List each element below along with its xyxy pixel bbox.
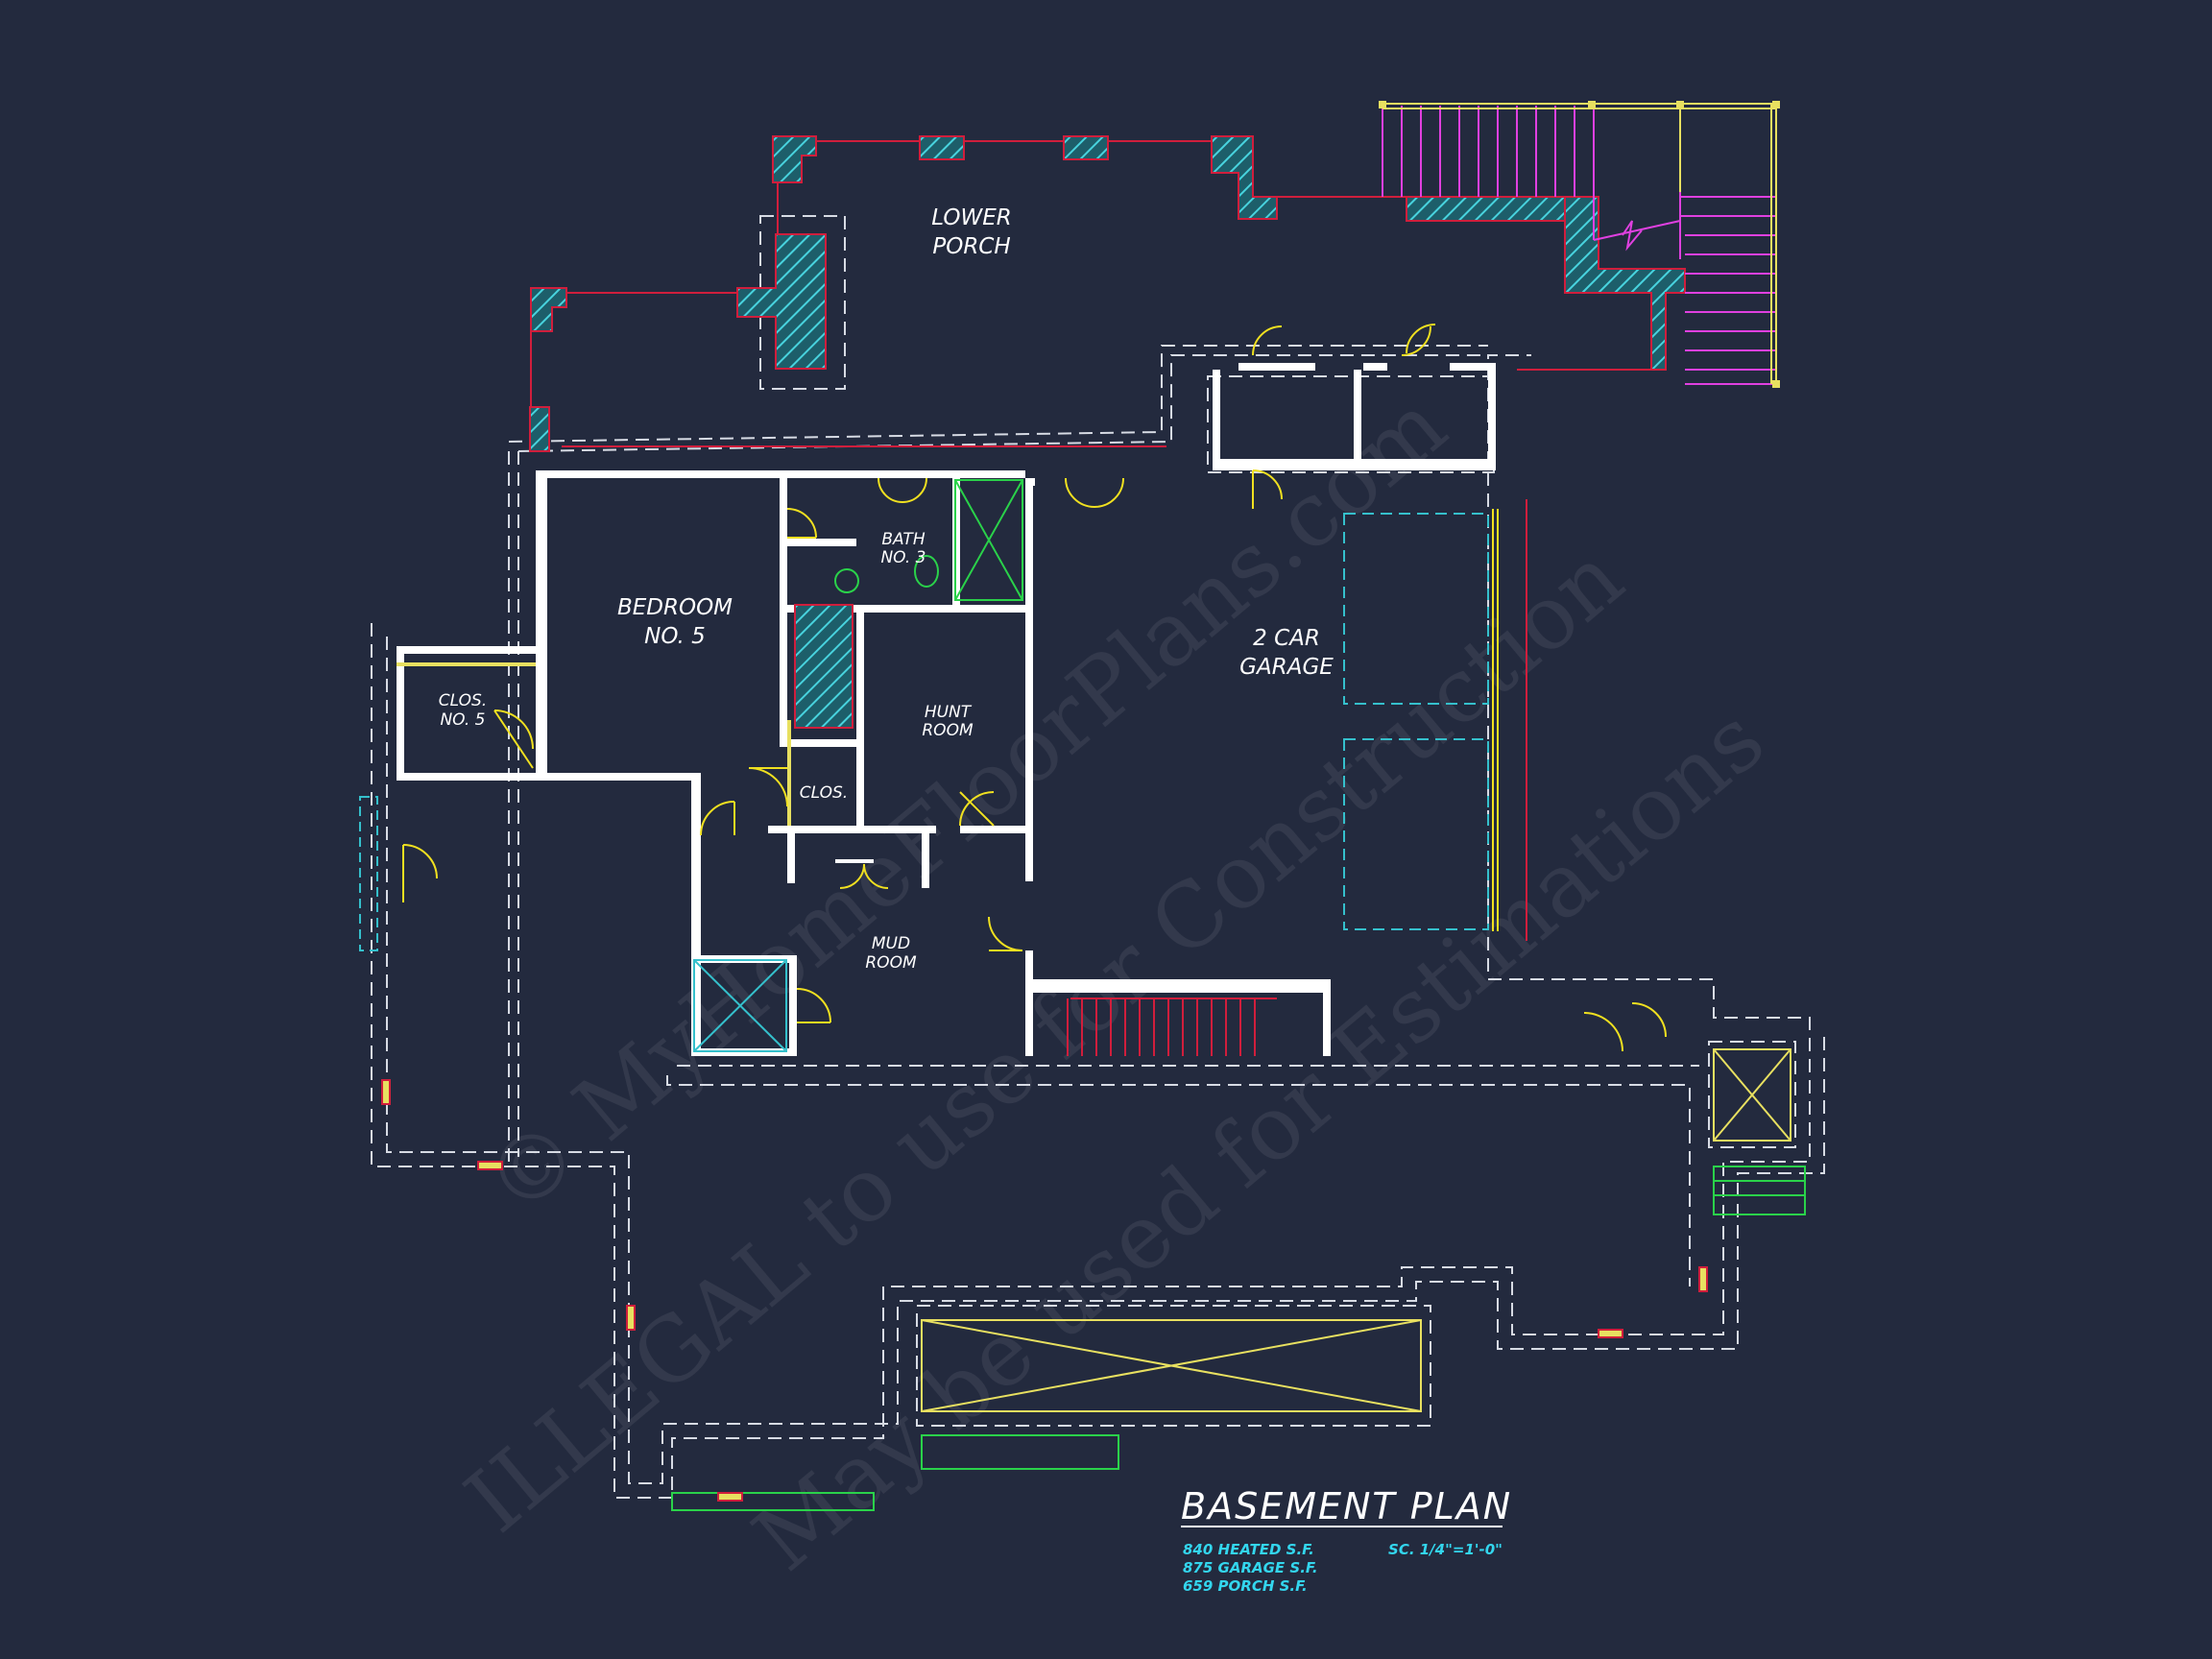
label-lower-porch-1: LOWER: [931, 205, 1011, 230]
label-bedroom-2: NO. 5: [644, 624, 706, 649]
label-bath-1: BATH: [881, 530, 925, 549]
label-garage-2: GARAGE: [1239, 655, 1334, 680]
bath-fixtures: [834, 479, 1023, 601]
foundation-outline: [371, 215, 1825, 1499]
porch-stairs: [1382, 106, 1776, 385]
label-hunt-room-2: ROOM: [922, 721, 974, 740]
porch-area: 659 PORCH S.F.: [1183, 1577, 1308, 1595]
mud-closet: [693, 959, 787, 1052]
label-garage-1: 2 CAR: [1253, 626, 1320, 651]
garage-area: 875 GARAGE S.F.: [1183, 1559, 1318, 1576]
label-mud-room-2: ROOM: [865, 953, 917, 973]
crawl-space: [921, 1048, 1791, 1412]
porch-columns: [529, 135, 1686, 452]
label-closet-bed-2: NO. 5: [440, 710, 485, 730]
label-closet-bed-1: CLOS.: [439, 691, 487, 710]
windows: [671, 1166, 1806, 1511]
label-mud-room-1: MUD: [872, 934, 910, 953]
interior-stairs: [1067, 998, 1256, 1056]
garage-parking: [1343, 513, 1489, 930]
porch-beams: [530, 140, 1666, 999]
porch-railing: [1379, 101, 1780, 388]
plan-title: BASEMENT PLAN: [1181, 1485, 1512, 1527]
doors: [402, 324, 1667, 1052]
plan-scale: SC. 1/4"=1'-0": [1388, 1541, 1503, 1558]
heated-area: 840 HEATED S.F.: [1183, 1541, 1314, 1558]
label-closet: CLOS.: [800, 783, 848, 803]
label-lower-porch-2: PORCH: [932, 234, 1010, 259]
label-hunt-room-1: HUNT: [925, 703, 973, 722]
room-labels: LOWER PORCH BEDROOM NO. 5 BATH NO. 3 CLO…: [439, 205, 1334, 973]
label-bedroom-1: BEDROOM: [617, 595, 733, 620]
wall-vents: [381, 1079, 1708, 1502]
cyan-window: [359, 796, 378, 951]
title-block: BASEMENT PLAN 840 HEATED S.F. 875 GARAGE…: [1181, 1485, 1512, 1595]
label-bath-2: NO. 3: [880, 548, 926, 567]
